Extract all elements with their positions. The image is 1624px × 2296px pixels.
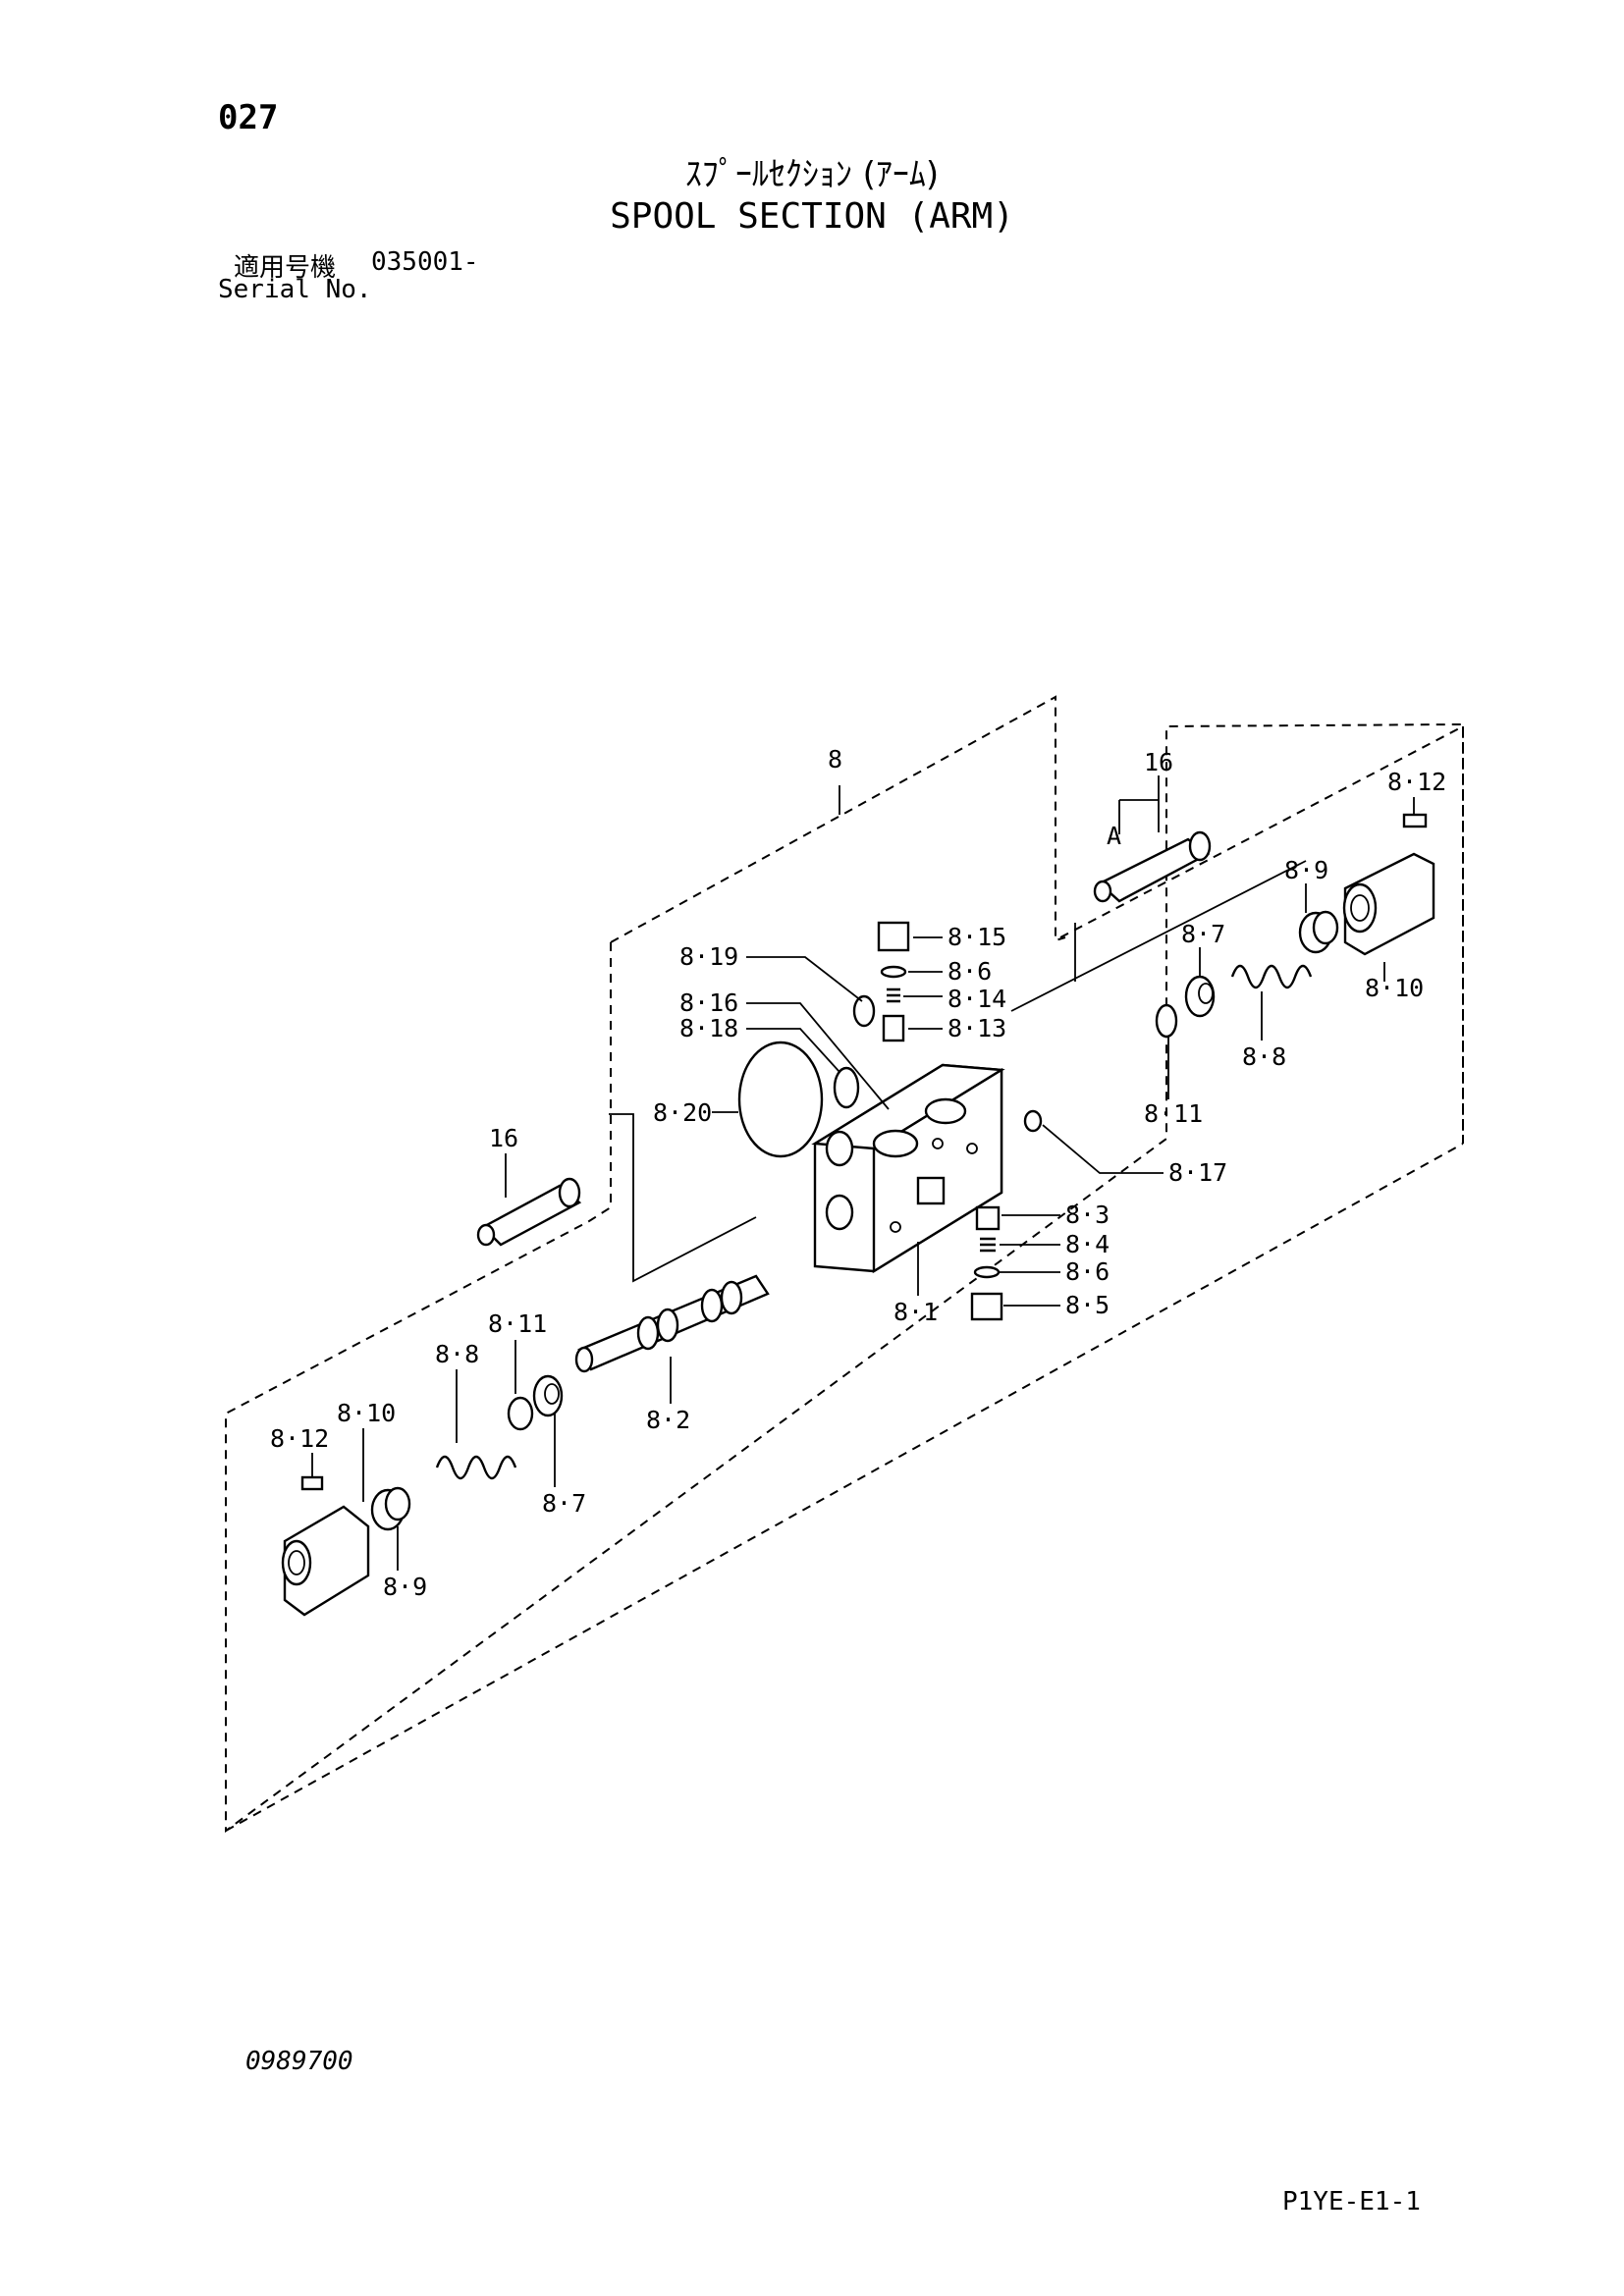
axis-line-upper <box>1010 860 1307 1012</box>
callout-8-14: 8·14 <box>947 985 1006 1013</box>
callout-8-7-bottom: 8·7 <box>542 1489 586 1518</box>
cap-8-10-left <box>281 1505 370 1617</box>
spring-seat-8-9-left <box>370 1486 411 1531</box>
callout-a: A <box>1107 822 1121 850</box>
callout-8-4: 8·4 <box>1065 1230 1110 1258</box>
spring-seat-8-9-right <box>1298 910 1339 954</box>
cap-8-10-right <box>1342 852 1435 956</box>
relief-valve-16-left <box>476 1177 582 1247</box>
page-number: 027 <box>218 98 279 137</box>
leader-8-17 <box>1042 1124 1164 1174</box>
callout-8-8-bottom: 8·8 <box>435 1340 479 1368</box>
callout-8-2: 8·2 <box>646 1406 690 1434</box>
o-ring-8-6-bottom <box>973 1265 1001 1279</box>
title-english: SPOOL SECTION (ARM) <box>610 196 1014 237</box>
assembly-boundary-upper <box>225 723 1464 1833</box>
page-code: P1YE-E1-1 <box>1282 2187 1421 2216</box>
callout-8-20: 8·20 <box>653 1098 712 1127</box>
callout-8-9-top: 8·9 <box>1284 856 1328 884</box>
axis-line-left <box>609 1113 757 1283</box>
callout-8-17: 8·17 <box>1168 1158 1227 1187</box>
plug-8-17 <box>1023 1109 1043 1133</box>
serial-number-value: 035001- <box>371 247 479 277</box>
leader-8-18 <box>746 1028 840 1073</box>
callout-8-19: 8·19 <box>679 942 738 971</box>
leader-8-16 <box>746 1002 890 1110</box>
callout-16-top: 16 <box>1144 748 1173 776</box>
spring-8-8-right <box>1230 964 1313 989</box>
assembly-boundary-top <box>610 695 1066 943</box>
callout-8-12-bottom: 8·12 <box>270 1424 329 1453</box>
leader-16-top <box>1118 775 1160 834</box>
spring-8-4 <box>980 1237 996 1253</box>
spool-8-2 <box>574 1274 770 1373</box>
callout-8-9-bottom: 8·9 <box>383 1573 427 1601</box>
o-ring-8-20 <box>737 1041 824 1158</box>
callout-8-1: 8·1 <box>893 1298 938 1326</box>
callout-8-16: 8·16 <box>679 988 738 1017</box>
callout-8-13: 8·13 <box>947 1014 1006 1042</box>
callout-8-8-top: 8·8 <box>1242 1042 1286 1071</box>
callout-8-7-top: 8·7 <box>1181 920 1225 948</box>
screw-8-12-right <box>1402 813 1428 828</box>
callout-8-11-top: 8·11 <box>1144 1099 1203 1128</box>
spring-8-14 <box>887 988 900 1003</box>
callout-16-left: 16 <box>489 1124 518 1152</box>
serial-label-japanese: 適用号機 <box>234 253 337 283</box>
document-number: 0989700 <box>245 2047 353 2076</box>
assembly-boundary-bottom <box>225 1143 1464 1832</box>
serial-label-english: Serial No. <box>218 275 372 304</box>
poppet-8-13 <box>882 1014 905 1042</box>
o-ring-8-11-left <box>507 1396 534 1431</box>
callout-8-10-top: 8·10 <box>1365 974 1424 1002</box>
title-japanese: ｽﾌﾟｰﾙｾｸｼｮﾝ (ｱｰﾑ) <box>684 155 940 194</box>
callout-8-12-top: 8·12 <box>1387 768 1446 796</box>
callout-8-5: 8·5 <box>1065 1291 1110 1319</box>
assembly-boundary-right <box>1059 725 1464 938</box>
callout-8-18: 8·18 <box>679 1014 738 1042</box>
spring-seat-8-7-left <box>532 1374 564 1417</box>
callout-8-11-bottom: 8·11 <box>488 1309 547 1338</box>
o-ring-8-18 <box>833 1066 860 1109</box>
valve-body-8-1 <box>811 1063 1005 1274</box>
o-ring-8-6-top <box>880 965 907 979</box>
callout-8: 8 <box>828 745 842 774</box>
callout-8-10-bottom: 8·10 <box>337 1399 396 1427</box>
callout-8-15: 8·15 <box>947 923 1006 951</box>
callout-8-6-top: 8·6 <box>947 957 992 986</box>
callout-8-3: 8·3 <box>1065 1201 1110 1229</box>
screw-8-12-left <box>300 1468 324 1491</box>
relief-valve-16-top <box>1093 830 1212 903</box>
leader-8-19 <box>746 956 863 1002</box>
spring-8-8-left <box>435 1455 517 1480</box>
o-ring-8-11-right <box>1155 1003 1178 1039</box>
spring-seat-8-7-right <box>1184 975 1216 1018</box>
callout-8-6-bottom: 8·6 <box>1065 1257 1110 1286</box>
poppet-8-3 <box>975 1205 1001 1231</box>
plug-8-15 <box>877 921 910 952</box>
o-ring-8-19 <box>852 994 876 1028</box>
plug-8-5 <box>970 1292 1003 1321</box>
